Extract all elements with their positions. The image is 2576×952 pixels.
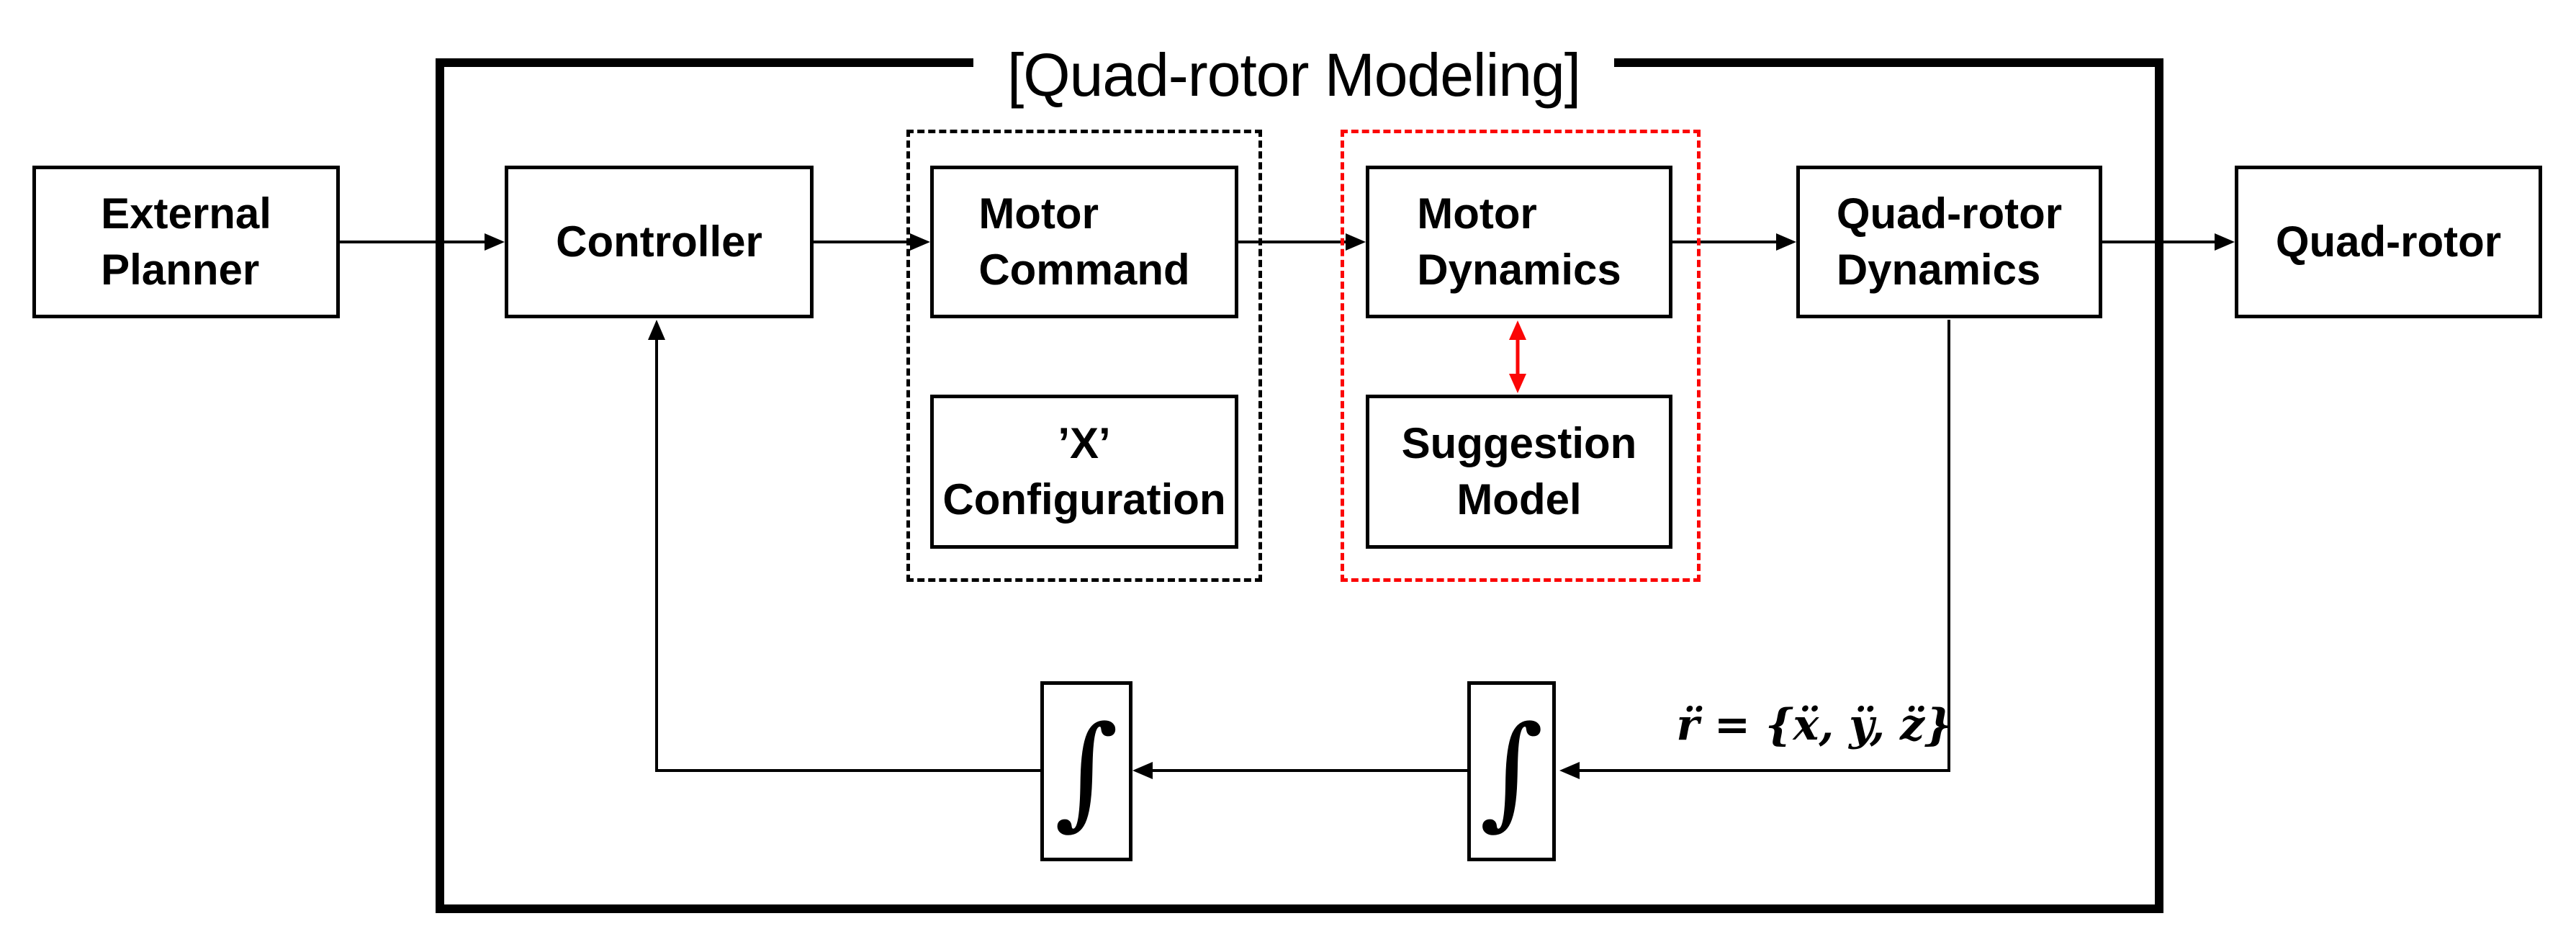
node-label: ’X’ Configuration	[942, 419, 1226, 524]
node-label: Motor Command	[978, 189, 1190, 294]
node-label: Quad-rotor Dynamics	[1836, 189, 2063, 294]
arrow-quad-dynamics-to-quad-rotor	[2102, 233, 2235, 251]
integrator-block-1: ∫	[1040, 681, 1132, 861]
node-label: External Planner	[101, 189, 271, 294]
diagram-title: [Quad-rotor Modeling]	[973, 20, 1614, 130]
feedback-formula-label: r̈ = {ẍ, ÿ, z̈}	[1676, 700, 1953, 750]
node-controller: Controller	[505, 166, 814, 318]
arrow-integrator1-to-controller	[648, 320, 1040, 772]
integral-icon: ∫	[1480, 700, 1544, 843]
node-quad-rotor-dynamics: Quad-rotor Dynamics	[1796, 166, 2102, 318]
node-x-configuration: ’X’ Configuration	[930, 395, 1238, 549]
node-label: Motor Dynamics	[1417, 189, 1621, 294]
node-suggestion-model: Suggestion Model	[1366, 395, 1672, 549]
suggestion-group-outline	[1341, 130, 1701, 582]
node-motor-dynamics: Motor Dynamics	[1366, 166, 1672, 318]
arrow-planner-to-controller	[340, 233, 505, 251]
arrow-controller-to-motor-command	[814, 233, 930, 251]
node-quad-rotor: Quad-rotor	[2235, 166, 2542, 318]
arrow-feedback-to-integrator2	[1559, 320, 1950, 779]
arrow-motor-dynamics-to-quad-dynamics	[1672, 233, 1796, 251]
integrator-block-2: ∫	[1467, 681, 1556, 861]
modeling-frame	[436, 58, 2163, 913]
node-external-planner: External Planner	[32, 166, 340, 318]
node-label: Quad-rotor	[2275, 217, 2502, 266]
arrow-motor-command-to-motor-dynamics	[1238, 233, 1366, 251]
node-motor-command: Motor Command	[930, 166, 1238, 318]
integral-icon: ∫	[1054, 700, 1119, 843]
arrow-integrator2-to-integrator1	[1132, 762, 1467, 779]
suggestion-double-arrow	[1509, 320, 1526, 393]
motor-command-group-outline	[906, 130, 1262, 582]
node-label: Suggestion Model	[1401, 419, 1637, 524]
node-label: Controller	[556, 217, 762, 266]
